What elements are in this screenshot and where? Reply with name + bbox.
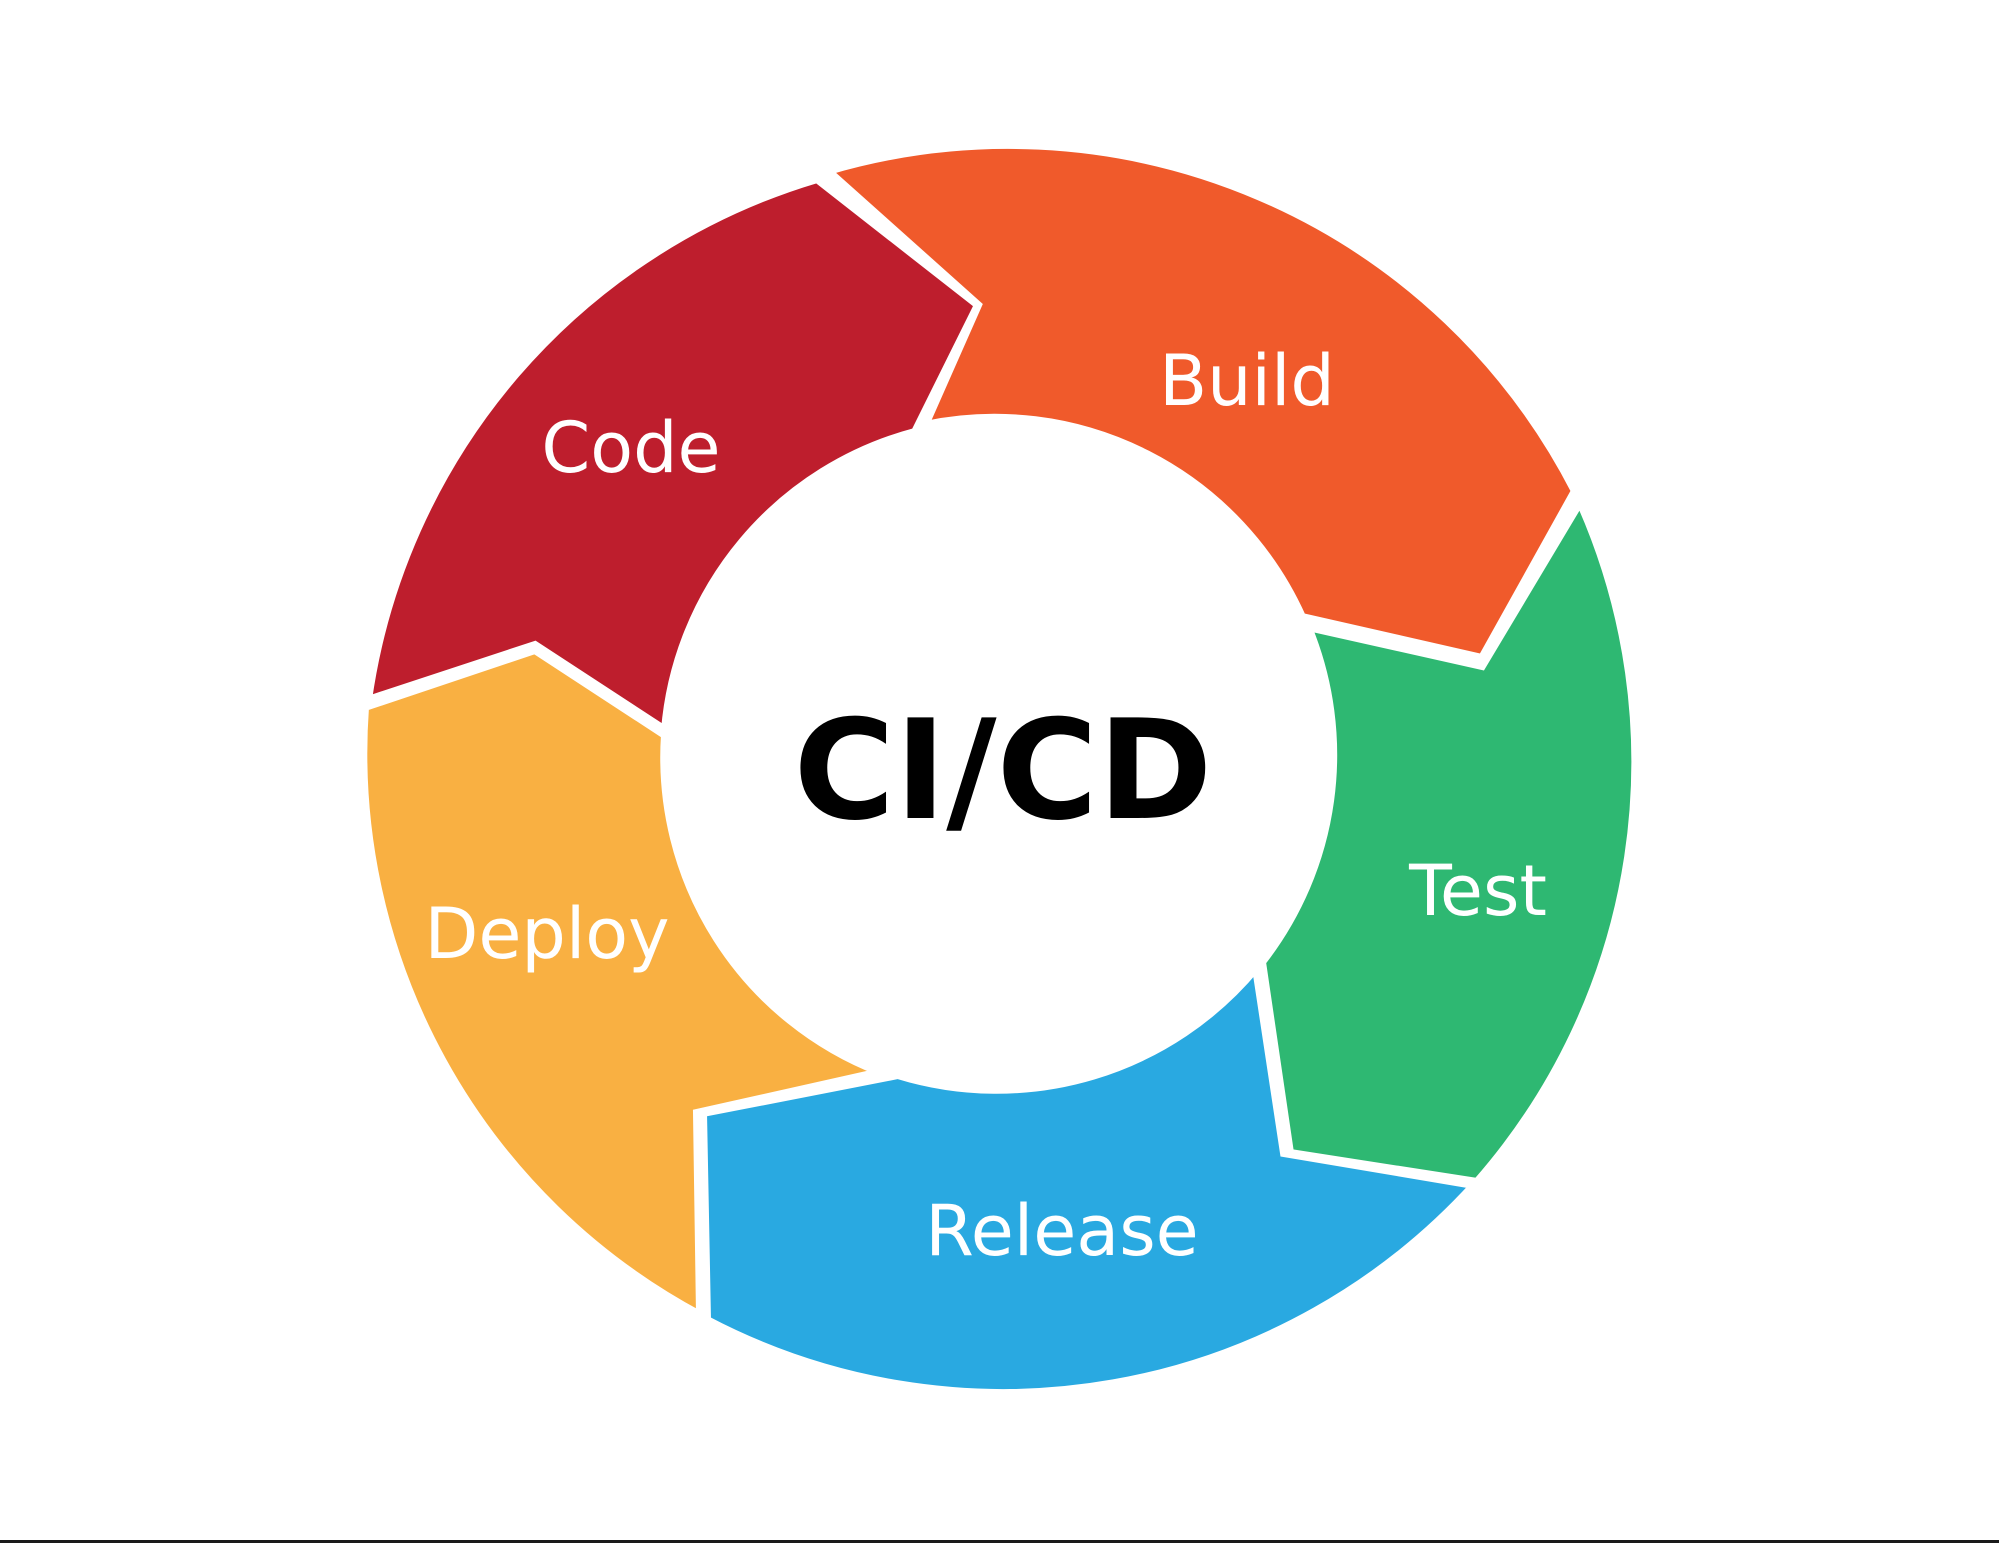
- stage-label-deploy: Deploy: [424, 893, 669, 975]
- center-title: CI/CD: [794, 690, 1213, 851]
- stage-label-code: Code: [541, 407, 720, 489]
- segment-test: [1257, 493, 1640, 1187]
- segment-build: [819, 140, 1580, 663]
- stage-label-test: Test: [1408, 850, 1547, 932]
- center-disc: [664, 427, 1330, 1093]
- stage-label-build: Build: [1159, 340, 1335, 422]
- segment-code: [363, 174, 984, 738]
- stage-label-release: Release: [925, 1190, 1199, 1272]
- bottom-divider: [0, 1540, 1999, 1543]
